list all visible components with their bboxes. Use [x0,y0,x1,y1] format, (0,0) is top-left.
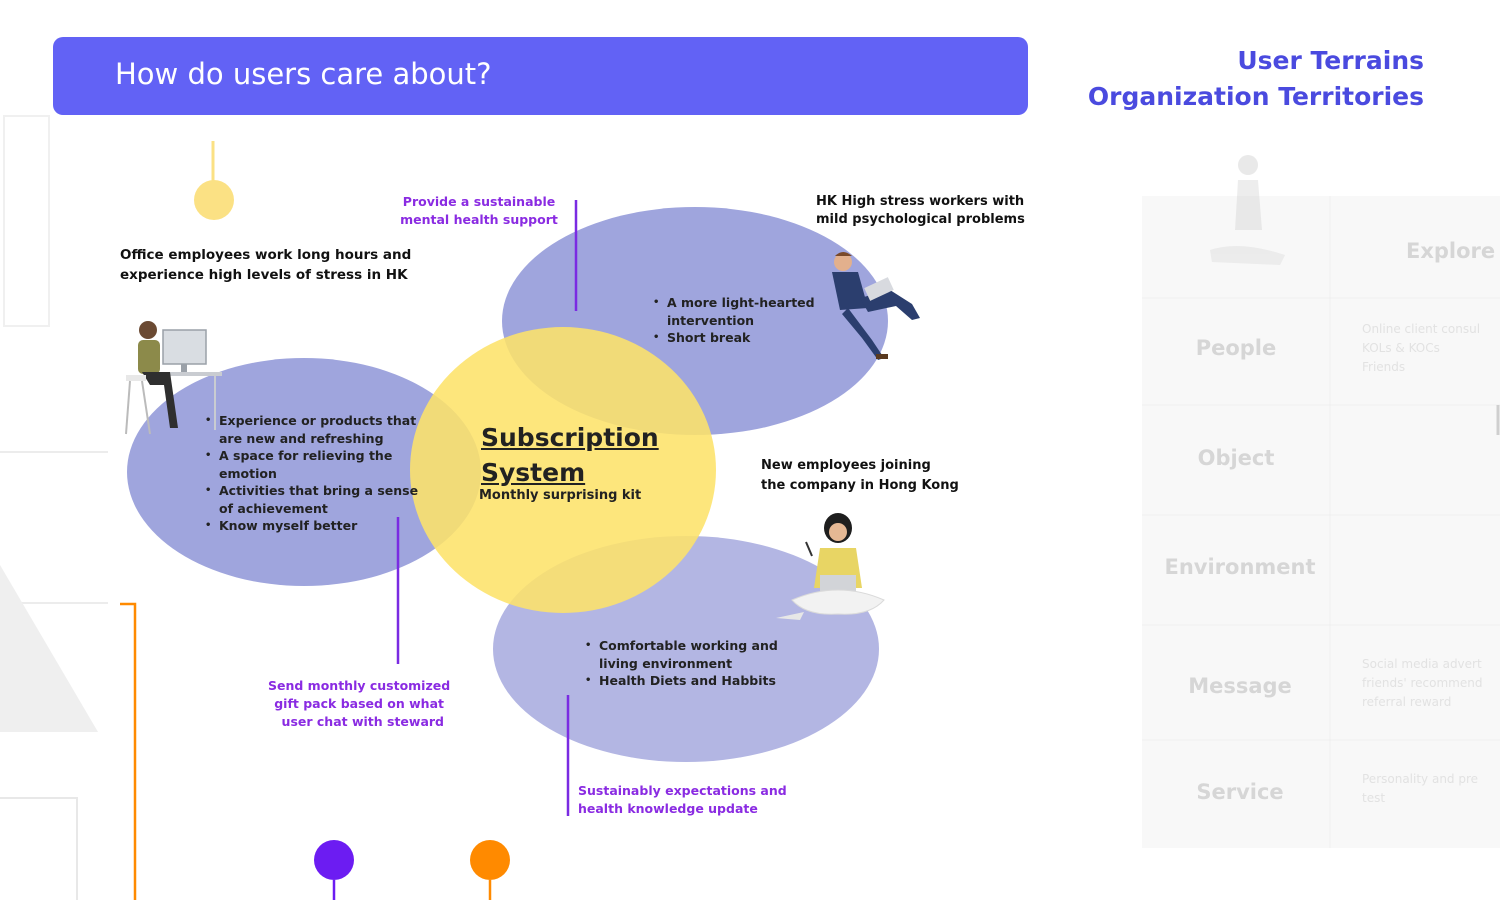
faded-row-label-people: People [1195,336,1277,360]
top-purple-note: Provide a sustainable mental health supp… [400,194,558,227]
yellow-dot [194,180,234,220]
desk-worker-illustration [125,321,222,435]
top-right-caption: HK High stress workers with mild psychol… [816,194,1025,227]
bg-decoration [3,115,50,327]
faded-table-header: Explore [1406,239,1496,263]
list-item: Health Diets and Habbits [585,672,778,690]
center-subtitle: Monthly surprising kit [479,488,642,503]
faded-row-label-message: Message [1188,674,1292,698]
sitting-woman-illustration [776,513,885,620]
center-circle [410,327,716,613]
faded-table-bg [1142,196,1500,848]
bottom-right-caption: New employees joining the company in Hon… [761,458,959,493]
laptop-man-illustration [832,252,920,360]
faded-row-label-environment: Environment [1164,555,1316,579]
top-right-title-line1: User Terrains [1237,46,1424,75]
list-item: Short break [653,329,815,347]
bg-triangle [0,565,98,732]
faded-row-items-message: Social media advert friends' recommend r… [1362,657,1483,709]
page-title: How do users care about? [115,57,492,91]
faded-person-illustration [1210,155,1285,265]
faded-row-items-service: Personality and pre test [1362,772,1479,805]
faded-row-label-object: Object [1197,446,1275,470]
left-purple-note: Send monthly customized gift pack based … [268,678,451,729]
orange-dot [470,840,510,880]
bg-decoration [0,797,78,900]
list-item: Know myself better [205,517,418,535]
purple-dot [314,840,354,880]
center-title: Subscription System [481,423,659,487]
left-caption: Office employees work long hours and exp… [120,247,412,283]
bottom-purple-note: Sustainably expectations and health know… [578,783,787,816]
faded-row-items-people: Online client consul KOLs & KOCs Friends [1362,322,1481,374]
top-right-title-line2: Organization Territories [1087,82,1424,111]
header-bar [53,37,1028,115]
orange-bracket [120,602,137,900]
faded-row-label-service: Service [1196,780,1284,804]
